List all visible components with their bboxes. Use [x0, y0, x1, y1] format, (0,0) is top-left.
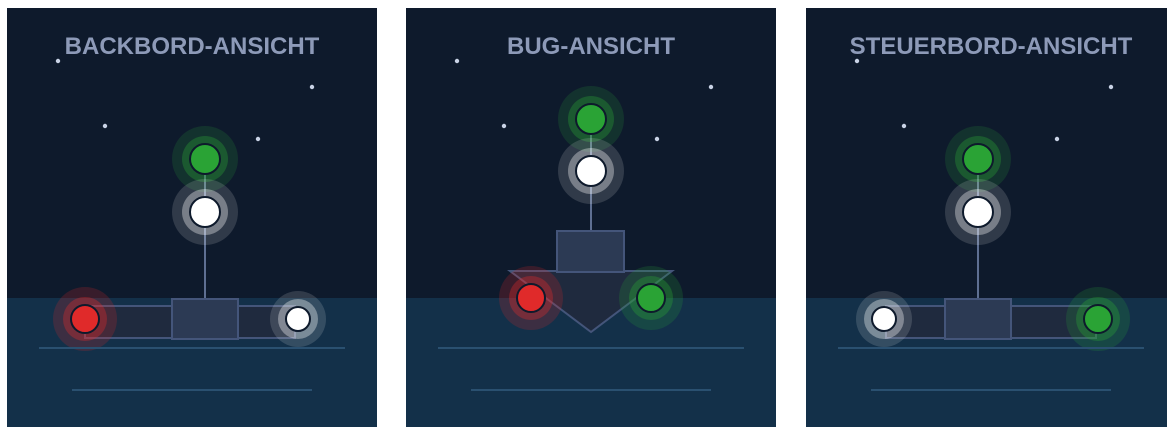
starboard-view-svg: STEUERBORD-ANSICHT — [806, 8, 1167, 427]
panel-starboard-view: STEUERBORD-ANSICHT — [806, 8, 1167, 427]
panel-title: BACKBORD-ANSICHT — [65, 33, 320, 60]
cabin — [171, 298, 239, 340]
star — [854, 58, 860, 64]
starboard-green-light — [619, 266, 683, 330]
port-red-light — [499, 266, 563, 330]
masthead-white-light — [172, 179, 238, 245]
starboard-green-light — [1066, 287, 1130, 351]
star — [309, 84, 315, 90]
masthead-green-light — [945, 126, 1011, 192]
masthead-green-light — [558, 86, 624, 152]
masthead-green-light — [172, 126, 238, 192]
star — [55, 58, 61, 64]
masthead-white-light — [945, 179, 1011, 245]
stars — [454, 58, 714, 142]
stars — [55, 58, 315, 142]
stern-white-light — [856, 291, 912, 347]
cabin — [556, 230, 625, 273]
panel-bow-view: BUG-ANSICHT — [406, 8, 776, 427]
star — [1108, 84, 1114, 90]
star — [1054, 136, 1060, 142]
cabin — [944, 298, 1012, 340]
port-red-light — [53, 287, 117, 351]
star — [102, 123, 108, 129]
star — [454, 58, 460, 64]
star — [255, 136, 261, 142]
star — [708, 84, 714, 90]
stars — [854, 58, 1114, 142]
panel-port-view: BACKBORD-ANSICHT — [7, 8, 377, 427]
masthead-white-light — [558, 138, 624, 204]
star — [901, 123, 907, 129]
bow-view-svg: BUG-ANSICHT — [406, 8, 776, 427]
star — [501, 123, 507, 129]
panel-title: BUG-ANSICHT — [507, 33, 675, 60]
stern-white-light — [270, 291, 326, 347]
star — [654, 136, 660, 142]
panel-title: STEUERBORD-ANSICHT — [850, 33, 1133, 60]
port-view-svg: BACKBORD-ANSICHT — [7, 8, 377, 427]
